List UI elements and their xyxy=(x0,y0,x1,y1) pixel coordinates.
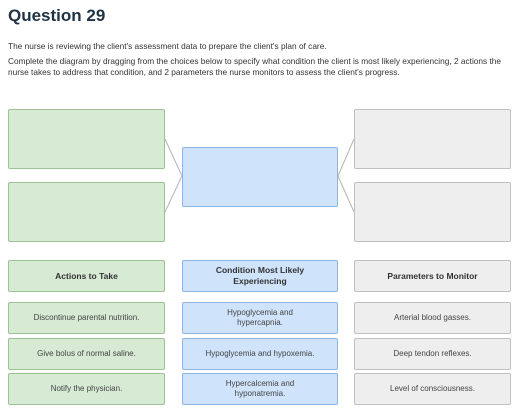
action-drop-zone-1[interactable] xyxy=(8,109,165,169)
parameter-option-3[interactable]: Level of consciousness. xyxy=(354,373,511,405)
instruction-intro: The nurse is reviewing the client's asse… xyxy=(8,41,327,51)
condition-option-3[interactable]: Hypercalcemia and hyponatremia. xyxy=(182,373,338,405)
action-drop-zone-2[interactable] xyxy=(8,182,165,242)
condition-drop-zone[interactable] xyxy=(182,147,338,207)
actions-header: Actions to Take xyxy=(8,260,165,292)
parameter-drop-zone-1[interactable] xyxy=(354,109,511,169)
instruction-task: Complete the diagram by dragging from th… xyxy=(8,56,502,77)
parameter-option-2[interactable]: Deep tendon reflexes. xyxy=(354,338,511,370)
action-option-3[interactable]: Notify the physician. xyxy=(8,373,165,405)
condition-option-2[interactable]: Hypoglycemia and hypoxemia. xyxy=(182,338,338,370)
question-title: Question 29 xyxy=(8,6,106,25)
condition-option-1[interactable]: Hypoglycemia and hypercapnia. xyxy=(182,302,338,334)
condition-header: Condition Most Likely Experiencing xyxy=(182,260,338,292)
parameters-header: Parameters to Monitor xyxy=(354,260,511,292)
action-option-2[interactable]: Give bolus of normal saline. xyxy=(8,338,165,370)
parameter-option-1[interactable]: Arterial blood gasses. xyxy=(354,302,511,334)
action-option-1[interactable]: Discontinue parental nutrition. xyxy=(8,302,165,334)
parameter-drop-zone-2[interactable] xyxy=(354,182,511,242)
